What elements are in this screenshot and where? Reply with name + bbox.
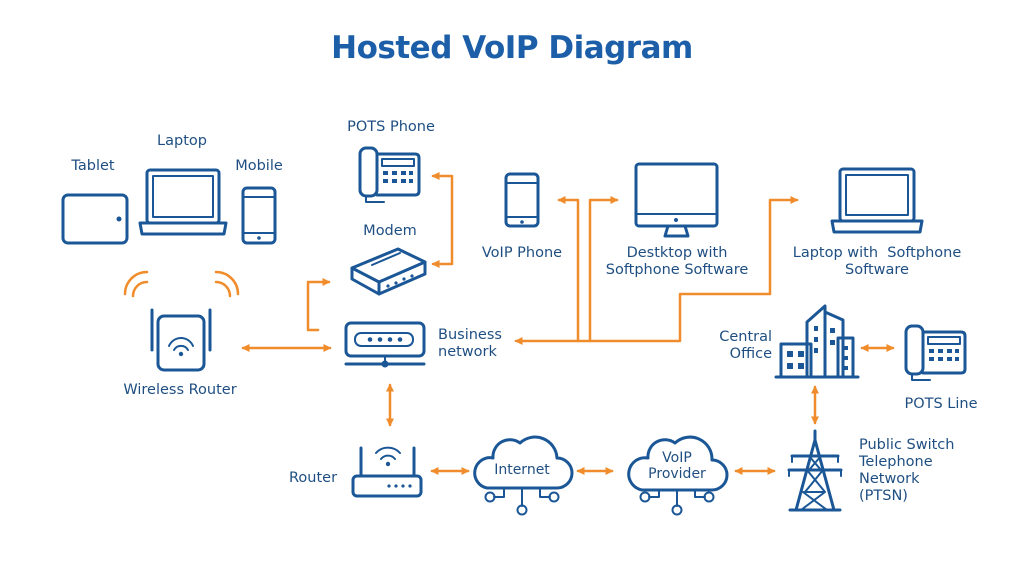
modem-icon [350,247,427,296]
pots-line-phone-icon [904,324,967,381]
laptop-softphone-icon [830,167,924,234]
connector-modem-pots [431,172,454,268]
connector-business-voip [514,196,580,345]
voip-phone-icon [504,172,540,228]
voip-provider-label-line2: Provider [648,466,706,482]
business-network-label-line2: network [438,344,497,360]
tablet-icon [61,193,129,245]
pstn-label-line4: (PTSN) [859,488,908,504]
laptop-icon [138,168,228,236]
laptop-softphone-label-line2: Software [845,262,909,278]
internet-label: Internet [494,462,550,478]
central-office-label: Central Office [700,329,772,363]
pstn-tower-icon [787,429,843,512]
pots-phone-label: POTS Phone [347,119,435,135]
pstn-label-line2: Telephone [859,454,933,470]
central-office-label-line2: Office [729,346,772,362]
voip-provider-label-line1: VoIP [662,450,692,466]
connectors [241,172,895,475]
pstn-label: Public Switch Telephone Network (PTSN) [859,437,954,505]
pots-line-label: POTS Line [904,396,978,412]
pstn-label-line1: Public Switch [859,437,955,453]
voip-phone-label: VoIP Phone [481,245,563,261]
laptop-softphone-label: Laptop with Softphone Software [793,245,962,279]
wireless-router-label: Wireless Router [123,382,237,398]
central-office-label-line1: Central [719,329,772,345]
business-network-switch-icon [344,321,426,368]
laptop-label: Laptop [157,133,207,149]
pots-phone-icon [358,146,421,203]
pstn-label-line3: Network [859,471,920,487]
business-network-label-line1: Business [438,327,502,343]
internet-cloud-icon [473,435,574,516]
modem-label: Modem [363,223,417,239]
desktop-label: Destktop with Softphone Software [606,245,749,279]
laptop-softphone-label-line1: Laptop with Softphone [792,245,962,261]
router-icon [351,446,423,498]
business-network-label: Business network [438,327,502,361]
desktop-icon [634,162,719,238]
mobile-icon [241,186,277,245]
diagram-title: Hosted VoIP Diagram [331,30,693,66]
connector-business-laptop-softphone [588,196,799,343]
router-label: Router [289,470,338,486]
mobile-label: Mobile [235,158,283,174]
connector-business-modem [306,278,331,332]
desktop-label-line1: Destktop with [626,245,728,261]
connector-business-desktop [576,196,619,343]
wireless-router-icon [123,270,240,372]
desktop-label-line2: Softphone Software [605,262,749,278]
tablet-label: Tablet [71,158,115,174]
voip-provider-cloud-icon [627,435,729,516]
central-office-building-icon [774,304,860,379]
